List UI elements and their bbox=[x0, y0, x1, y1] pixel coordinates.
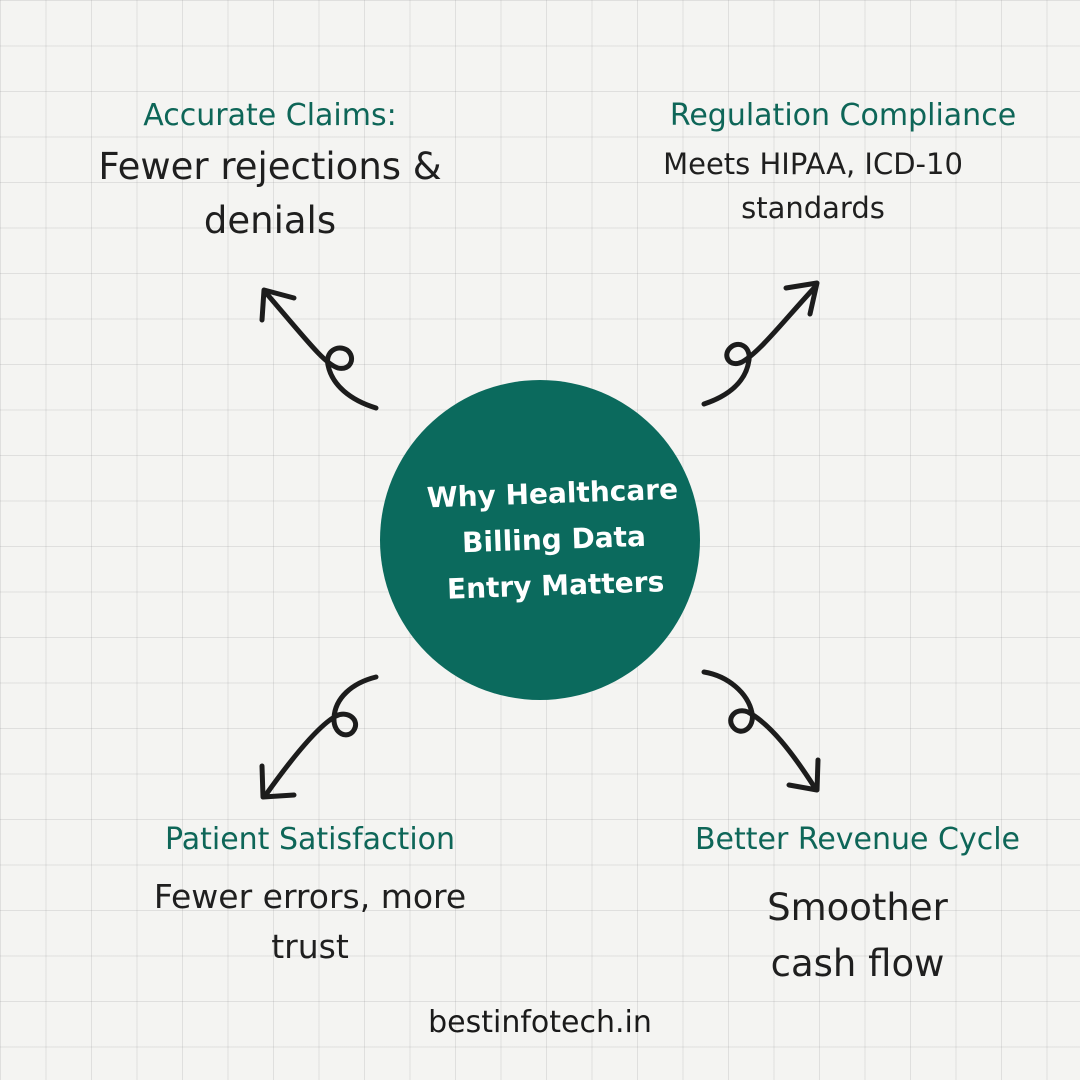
node-description: Meets HIPAA, ICD-10 standards bbox=[663, 147, 963, 225]
node-description: Smoother cash flow bbox=[767, 886, 948, 985]
arrow-bottom-right-icon bbox=[701, 669, 821, 793]
node-regulation-compliance: Regulation Compliance Meets HIPAA, ICD-1… bbox=[648, 98, 1038, 230]
arrow-top-right-icon bbox=[701, 280, 820, 407]
arrow-top-left-icon bbox=[259, 287, 379, 411]
center-circle: Why Healthcare Billing Data Entry Matter… bbox=[380, 380, 700, 700]
node-heading: Accurate Claims: bbox=[143, 98, 397, 133]
node-description: Fewer rejections & denials bbox=[98, 145, 442, 242]
node-patient-satisfaction: Patient Satisfaction Fewer errors, more … bbox=[110, 822, 510, 972]
arrow-bottom-left-icon bbox=[259, 674, 379, 800]
node-heading: Better Revenue Cycle bbox=[694, 822, 1021, 857]
node-better-revenue-cycle: Better Revenue Cycle Smoother cash flow bbox=[675, 822, 1040, 992]
node-accurate-claims: Accurate Claims: Fewer rejections & deni… bbox=[60, 98, 480, 248]
node-heading: Patient Satisfaction bbox=[164, 822, 456, 857]
footer-url: bestinfotech.in bbox=[428, 1005, 652, 1040]
node-description: Fewer errors, more trust bbox=[153, 877, 467, 966]
node-heading: Regulation Compliance bbox=[669, 98, 1017, 133]
